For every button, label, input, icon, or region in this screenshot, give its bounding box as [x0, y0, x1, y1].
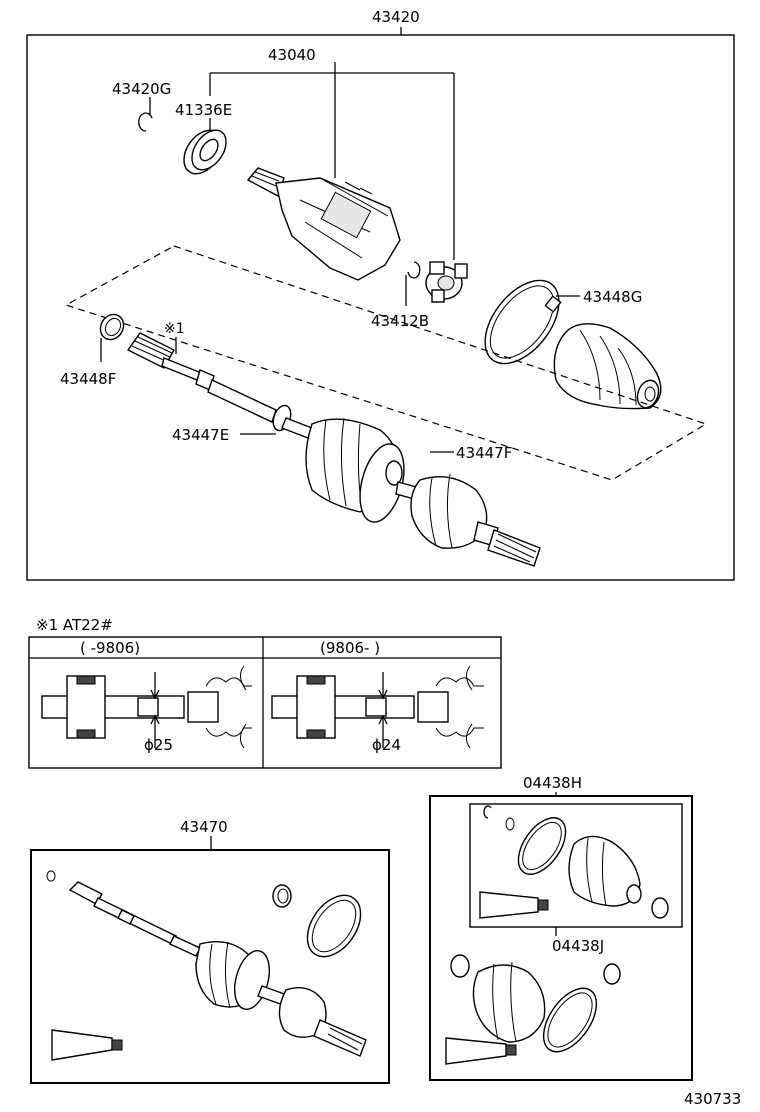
tripod-part [425, 261, 468, 303]
inboard-boot [305, 417, 405, 523]
note-table: ※1 AT22# ( -9806) (9806- ) ϕ25 [28, 616, 502, 769]
outboard-boot [553, 323, 662, 410]
boot-part [472, 961, 546, 1043]
large-clamp-part [306, 894, 362, 958]
shaft-section-left: ϕ25 [41, 665, 252, 754]
hole-snap-ring-part [407, 261, 421, 279]
grease-tube [51, 1029, 123, 1061]
note-marker: ※1 [164, 321, 185, 337]
shaft-assembly-frame [30, 849, 390, 1084]
note-table-title: ※1 AT22# [36, 616, 113, 634]
small-clamp-label: 43448F [60, 370, 116, 388]
small-clamp-part [450, 954, 470, 978]
boot-clamp-label: 43448G [583, 288, 642, 306]
snap-ring-part [46, 870, 56, 882]
snap-ring-part [138, 112, 153, 132]
inner-clamp-e-label: 43447E [172, 426, 229, 444]
outer-kit-label: 04438H [523, 774, 582, 792]
outboard-joint-end [395, 473, 541, 567]
outer-joint-label: 43040 [268, 46, 316, 64]
assembly-frame [26, 34, 735, 581]
diameter-label: ϕ24 [372, 736, 401, 754]
grease-tube [479, 891, 549, 919]
small-boot-clamp [99, 313, 125, 341]
note-table-frame [28, 636, 502, 769]
boot-kit: 04438H 04438J [429, 774, 693, 1081]
boot-clamp-part [517, 817, 567, 875]
dust-deflector-label: 41336E [175, 101, 232, 119]
outer-joint-housing [246, 167, 401, 281]
inner-clamp-f-label: 43447F [456, 444, 512, 462]
boot-part [568, 835, 642, 907]
note-column-header: ( -9806) [80, 639, 140, 657]
subassembly-outline [64, 245, 708, 481]
diameter-label: ϕ25 [144, 736, 173, 754]
shaft-section-right: ϕ24 [271, 665, 484, 754]
large-boot-clamp [484, 279, 562, 365]
grease-tube [445, 1037, 517, 1065]
drive-shaft [68, 881, 367, 1057]
boot-kit-frame [429, 795, 693, 1081]
shaft-assembly: 43470 [30, 818, 390, 1084]
small-clamp-part [603, 963, 621, 985]
small-clamp-part [272, 884, 292, 908]
dust-deflector-part [183, 129, 227, 175]
drive-shaft [126, 332, 313, 439]
snap-ring-part [483, 805, 492, 819]
dust-seal-part [505, 817, 515, 831]
shaft-assembly-part-number: 43470 [180, 818, 228, 836]
small-clamp-part [651, 897, 669, 919]
inner-kit-frame [469, 803, 683, 928]
snap-ring-label: 43420G [112, 80, 171, 98]
figure-id: 430733 [684, 1090, 741, 1108]
inner-kit-label: 04438J [552, 937, 604, 955]
note-column-header: (9806- ) [320, 639, 380, 657]
assembly-part-number: 43420 [372, 8, 420, 26]
main-assembly: 43420 43040 43420G 41336E [26, 8, 735, 581]
boot-clamp-part [542, 987, 598, 1053]
